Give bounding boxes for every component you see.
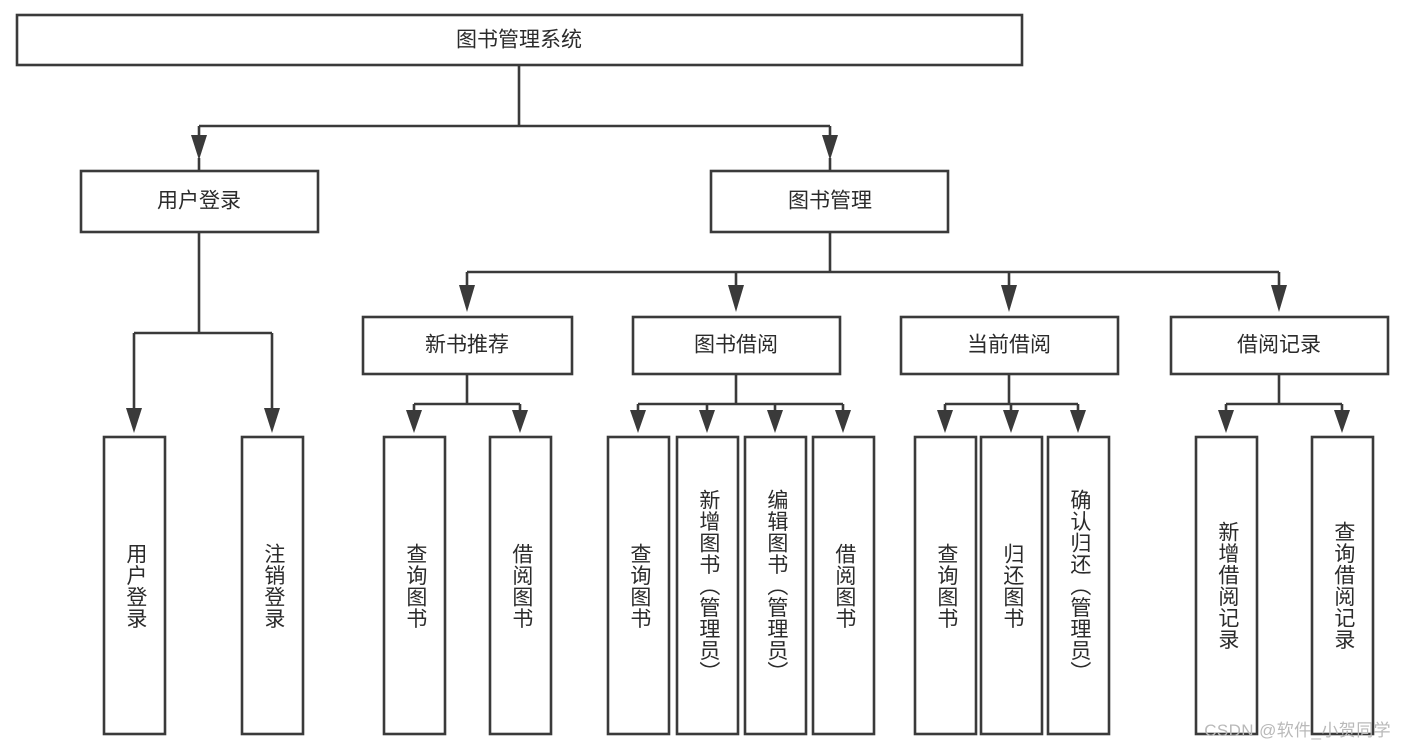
leaf-box-bb-edit[interactable] <box>743 435 808 736</box>
watermark-text: CSDN @软件_小贺同学 <box>1204 721 1391 740</box>
arrow-head-book-borrow <box>728 285 744 312</box>
node-book-borrow-label: 图书借阅 <box>694 334 778 357</box>
arrow-head-bb-leaf-1 <box>630 410 646 433</box>
connector-group-new-book <box>406 374 528 433</box>
connector-group-root <box>191 65 838 170</box>
node-book-mgmt-box[interactable] <box>709 169 950 234</box>
node-current-borrow-label: 当前借阅 <box>967 334 1051 357</box>
arrow-head-cb-leaf-3 <box>1070 410 1086 433</box>
connector-group-borrow-record <box>1218 374 1350 433</box>
node-root-label: 图书管理系统 <box>456 29 582 52</box>
leaf-box-cb-query[interactable] <box>913 435 978 736</box>
node-root-box[interactable] <box>15 13 1024 67</box>
node-current-borrow-box[interactable] <box>899 315 1120 376</box>
leaf-box-nb-borrow[interactable] <box>488 435 553 736</box>
arrow-head-book-mgmt <box>822 135 838 160</box>
node-new-book-label: 新书推荐 <box>425 334 509 357</box>
arrow-head-nb-leaf-1 <box>406 410 422 433</box>
leaf-box-cb-confirm[interactable] <box>1046 435 1111 736</box>
leaf-box-bb-add[interactable] <box>675 435 740 736</box>
connector-group-book-mgmt <box>459 232 1287 312</box>
arrow-head-leaf-logout <box>264 408 280 433</box>
node-user-login-box[interactable] <box>79 169 320 234</box>
node-borrow-record-label: 借阅记录 <box>1237 334 1321 357</box>
arrow-head-nb-leaf-2 <box>512 410 528 433</box>
node-new-book-box[interactable] <box>361 315 574 376</box>
leaf-box-logout[interactable] <box>240 435 305 736</box>
arrow-head-cb-leaf-1 <box>937 410 953 433</box>
arrow-head-bb-leaf-3 <box>767 410 783 433</box>
node-user-login-label: 用户登录 <box>157 190 241 213</box>
arrow-head-cb-leaf-2 <box>1003 410 1019 433</box>
connector-group-book-borrow <box>630 374 851 433</box>
node-book-mgmt-label: 图书管理 <box>788 190 872 213</box>
leaf-box-br-add[interactable] <box>1194 435 1259 736</box>
leaf-box-user-login[interactable] <box>102 435 167 736</box>
arrow-head-borrow-record <box>1271 285 1287 312</box>
arrow-head-current-borrow <box>1001 285 1017 312</box>
arrow-head-bb-leaf-4 <box>835 410 851 433</box>
arrow-head-br-leaf-1 <box>1218 410 1234 433</box>
arrow-head-leaf-user-login <box>126 408 142 433</box>
node-book-borrow-box[interactable] <box>631 315 842 376</box>
arrow-head-new-book <box>459 285 475 312</box>
leaf-box-bb-borrow[interactable] <box>811 435 876 736</box>
leaf-box-nb-query[interactable] <box>382 435 447 736</box>
connector-group-current-borrow <box>937 374 1086 433</box>
leaf-box-bb-query[interactable] <box>606 435 671 736</box>
leaf-box-br-query[interactable] <box>1310 435 1375 736</box>
arrow-head-bb-leaf-2 <box>699 410 715 433</box>
arrow-head-user-login <box>191 135 207 160</box>
arrow-head-br-leaf-2 <box>1334 410 1350 433</box>
node-borrow-record-box[interactable] <box>1169 315 1390 376</box>
leaf-box-cb-return[interactable] <box>979 435 1044 736</box>
connector-group-user-login <box>126 232 280 433</box>
